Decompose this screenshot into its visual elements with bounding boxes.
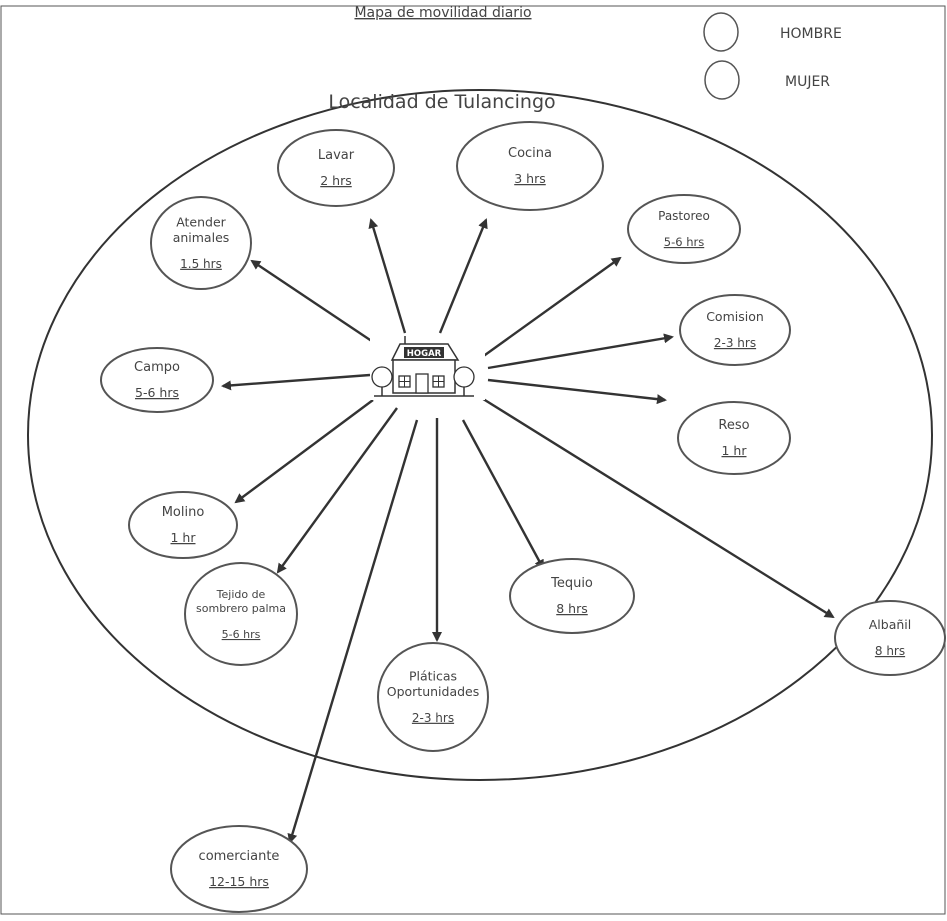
activity-duration: 2-3 hrs bbox=[412, 711, 454, 725]
activity-label: Tejido de bbox=[216, 588, 266, 601]
map-title: Mapa de movilidad diario bbox=[354, 5, 531, 21]
activity-duration: 2-3 hrs bbox=[714, 336, 756, 350]
tree-left-crown bbox=[371, 366, 393, 388]
tree-right-icon bbox=[453, 366, 475, 396]
home-sign bbox=[404, 347, 444, 358]
activity-duration: 2 hrs bbox=[320, 173, 352, 188]
activity-label: Cocina bbox=[508, 146, 552, 161]
legend-hombre-label: HOMBRE bbox=[780, 26, 842, 42]
tree-left-icon bbox=[371, 366, 393, 396]
activity-label: Pláticas bbox=[409, 668, 457, 683]
activity-node-albanil: Albañil 8 hrs bbox=[834, 600, 946, 676]
activity-bubble bbox=[834, 600, 946, 676]
activity-label: Pastoreo bbox=[658, 209, 710, 223]
activity-node-tequio: Tequio 8 hrs bbox=[509, 558, 635, 634]
arrow-to-campo bbox=[221, 373, 371, 391]
activity-node-pastoreo: Pastoreo 5-6 hrs bbox=[627, 194, 741, 264]
activity-bubble bbox=[170, 825, 308, 913]
arrow-to-lavar bbox=[368, 218, 407, 334]
activity-node-comerciante: comerciante 12-15 hrs bbox=[170, 825, 308, 913]
arrow-to-comerciante bbox=[287, 419, 419, 844]
arrow-to-comision bbox=[487, 333, 674, 370]
arrow-to-albanil bbox=[479, 395, 835, 619]
activity-label: comerciante bbox=[199, 849, 280, 864]
activity-bubble bbox=[100, 347, 214, 413]
arrow-to-pastoreo bbox=[477, 256, 622, 361]
locality-label: Localidad de Tulancingo bbox=[328, 91, 555, 113]
activity-duration: 1.5 hrs bbox=[180, 257, 222, 271]
activity-bubble bbox=[184, 562, 298, 666]
arrow-to-tejido bbox=[276, 407, 398, 574]
activity-bubble bbox=[627, 194, 741, 264]
activity-bubble bbox=[377, 642, 489, 752]
arrow-to-tequio bbox=[461, 419, 545, 570]
tree-right-crown bbox=[453, 366, 475, 388]
activity-bubble bbox=[677, 401, 791, 475]
arrow-to-atender-animales bbox=[250, 259, 386, 351]
activity-bubble bbox=[277, 129, 395, 207]
legend-mujer-symbol bbox=[704, 60, 740, 100]
activity-duration: 5-6 hrs bbox=[664, 235, 704, 249]
legend-mujer-label: MUJER bbox=[785, 74, 830, 90]
activity-bubble bbox=[150, 196, 252, 290]
activity-duration: 12-15 hrs bbox=[209, 874, 269, 889]
activity-label: Oportunidades bbox=[387, 684, 480, 699]
window-left-grid bbox=[399, 376, 410, 387]
activity-label: Lavar bbox=[318, 148, 355, 163]
activity-bubble bbox=[509, 558, 635, 634]
activity-label: Comision bbox=[706, 309, 764, 324]
activity-bubble bbox=[128, 491, 238, 559]
activity-label: Molino bbox=[162, 505, 205, 520]
legend: HOMBRE MUJER bbox=[703, 12, 842, 100]
activity-bubble bbox=[456, 121, 604, 211]
activity-duration: 3 hrs bbox=[514, 171, 546, 186]
locality-boundary bbox=[27, 89, 933, 781]
page-border bbox=[0, 5, 946, 915]
window-right-grid bbox=[433, 376, 444, 387]
activity-duration: 5-6 hrs bbox=[222, 628, 261, 641]
legend-hombre-symbol bbox=[703, 12, 739, 52]
activity-label: Reso bbox=[718, 418, 749, 433]
activity-duration: 1 hr bbox=[722, 443, 748, 458]
activity-node-reso: Reso 1 hr bbox=[677, 401, 791, 475]
activity-node-molino: Molino 1 hr bbox=[128, 491, 238, 559]
door-icon bbox=[415, 373, 429, 394]
activity-node-lavar: Lavar 2 hrs bbox=[277, 129, 395, 207]
activity-duration: 1 hr bbox=[171, 530, 197, 545]
arrow-to-reso bbox=[487, 378, 667, 405]
activity-duration: 8 hrs bbox=[556, 601, 588, 616]
activity-node-campo: Campo 5-6 hrs bbox=[100, 347, 214, 413]
arrow-to-cocina bbox=[438, 218, 488, 334]
arrow-to-molino bbox=[234, 399, 374, 504]
activity-node-cocina: Cocina 3 hrs bbox=[456, 121, 604, 211]
activity-bubble bbox=[679, 294, 791, 366]
arrows bbox=[221, 218, 835, 844]
activity-label: sombrero palma bbox=[196, 602, 286, 615]
activity-label: Atender bbox=[176, 214, 226, 229]
activity-label: animales bbox=[173, 230, 230, 245]
activity-label: Campo bbox=[134, 360, 180, 375]
activity-label: Albañil bbox=[869, 617, 912, 632]
activity-duration: 5-6 hrs bbox=[135, 385, 179, 400]
activity-duration: 8 hrs bbox=[875, 644, 905, 658]
home-house-icon: HOGAR bbox=[370, 336, 485, 400]
activity-node-comision: Comision 2-3 hrs bbox=[679, 294, 791, 366]
activity-label: Tequio bbox=[550, 576, 593, 591]
home-sign-label: HOGAR bbox=[407, 349, 442, 359]
